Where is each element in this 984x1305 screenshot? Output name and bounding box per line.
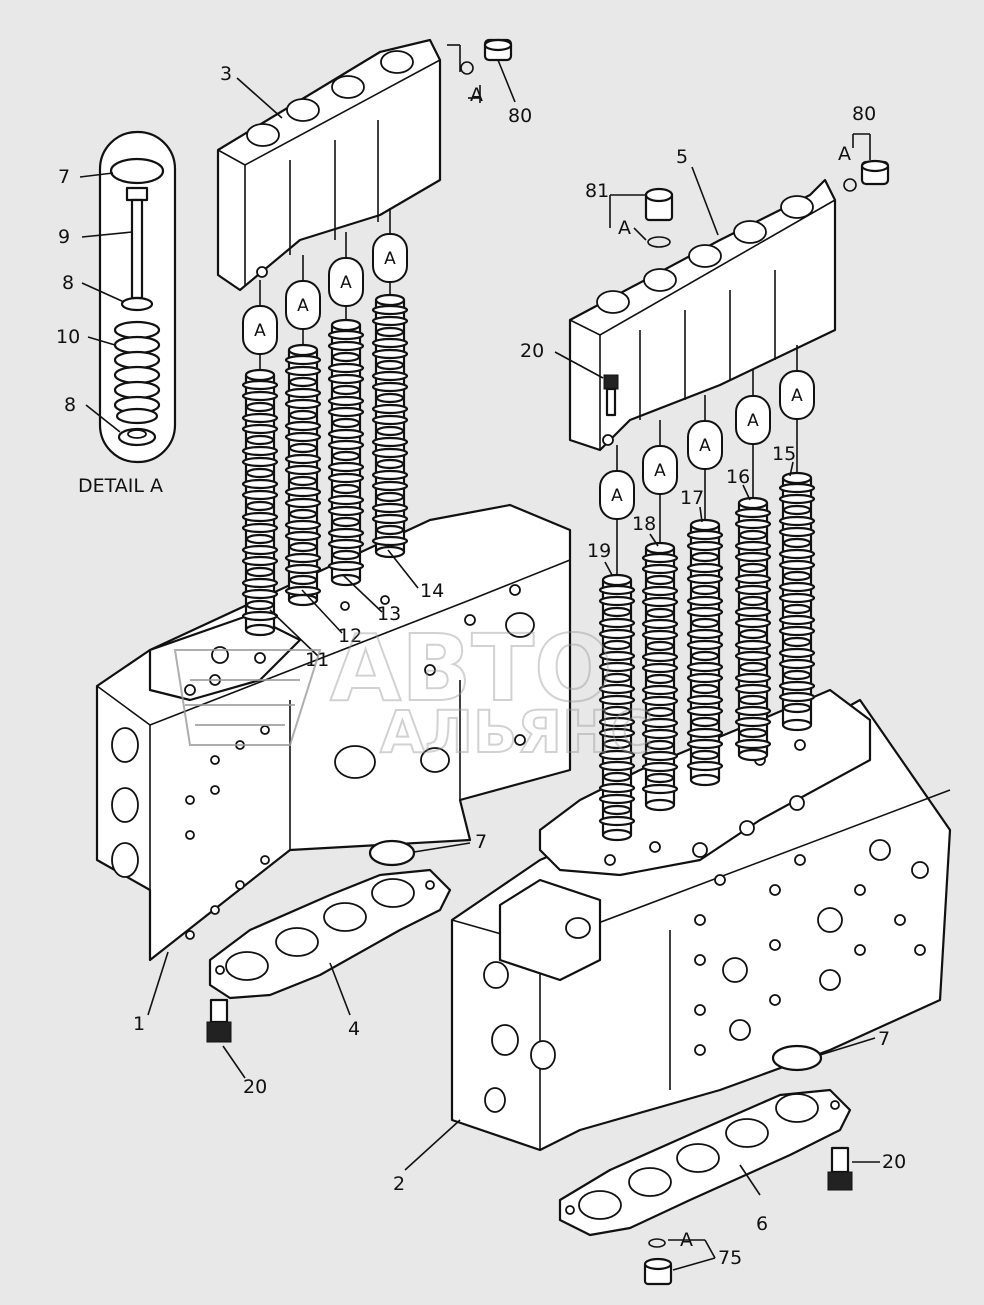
- cover-5: [568, 178, 837, 452]
- detail-label-10: 10: [56, 326, 80, 348]
- capsule-left-2: A: [285, 280, 321, 330]
- callout-leaders: [147, 77, 880, 1196]
- capsule-left-3-label: A: [340, 273, 352, 293]
- detail-washer-upper: [120, 296, 154, 312]
- o-ring-7-right: [771, 1044, 823, 1072]
- callout-12: 12: [338, 625, 362, 647]
- plug-75: A: [643, 1229, 716, 1286]
- capsule-right-1: A: [599, 470, 635, 520]
- plug-tag-80-right: A: [838, 143, 851, 165]
- capsule-right-1-label: A: [611, 486, 623, 506]
- cover-3: [216, 38, 442, 292]
- plug-tag-81: A: [618, 217, 631, 239]
- capsule-left-1-label: A: [254, 321, 266, 341]
- spool-group: [241, 293, 816, 842]
- capsule-right-5-label: A: [791, 386, 803, 406]
- spool-right-15: [778, 471, 816, 732]
- callout-18: 18: [632, 513, 656, 535]
- callout-3: 3: [220, 63, 232, 85]
- callout-20-right: 20: [882, 1151, 906, 1173]
- capsule-left-3: A: [328, 257, 364, 307]
- callout-4: 4: [348, 1018, 360, 1040]
- capsule-group: A A A A A A A A A: [242, 208, 815, 575]
- callout-labels: 3 80 80 81 5 20 11 12 13 14 15 16 17 18 …: [133, 63, 906, 1269]
- detail-spring: [113, 320, 161, 425]
- callout-20-cover: 20: [520, 340, 544, 362]
- spool-left-14: [371, 293, 409, 559]
- callout-81: 81: [585, 180, 609, 202]
- plug-81: A: [609, 187, 674, 248]
- spool-right-16: [734, 496, 772, 762]
- callout-14: 14: [420, 580, 444, 602]
- spool-left-12: [284, 343, 322, 607]
- end-plate-4: [208, 868, 452, 1000]
- watermark-line2: АЛЬЯНС: [380, 698, 653, 766]
- detail-label-9: 9: [58, 226, 70, 248]
- end-plate-6: [558, 1088, 852, 1237]
- capsule-right-4-label: A: [747, 411, 759, 431]
- bolt-20-left: [206, 998, 232, 1043]
- capsule-right-4: A: [735, 395, 771, 445]
- watermark-line1: АВТО: [330, 615, 612, 722]
- bolt-20-cover: [554, 351, 619, 417]
- callout-80-right: 80: [852, 103, 876, 125]
- capsule-right-5: A: [779, 370, 815, 420]
- spool-left-13: [327, 318, 365, 587]
- callout-20-left: 20: [243, 1076, 267, 1098]
- callout-7-right: 7: [878, 1028, 890, 1050]
- callout-80-top: 80: [508, 105, 532, 127]
- plug-80-top: A: [447, 38, 516, 106]
- o-ring-7-left: [368, 839, 416, 867]
- plug-tag-75: A: [680, 1229, 693, 1251]
- watermark-logo: АВТО АЛЬЯНС: [173, 614, 654, 767]
- valve-body-1: [95, 503, 572, 962]
- capsule-right-3-label: A: [699, 436, 711, 456]
- bolt-20-right: [827, 1146, 853, 1191]
- detail-pin: [130, 198, 144, 300]
- callout-6: 6: [756, 1213, 768, 1235]
- detail-a-panel: 7 9 8 10 8 DETAIL A: [56, 130, 177, 497]
- capsule-left-2-label: A: [297, 296, 309, 316]
- detail-a-title: DETAIL A: [78, 475, 163, 497]
- capsule-right-3: A: [687, 420, 723, 470]
- callout-16: 16: [726, 466, 750, 488]
- callout-19: 19: [587, 540, 611, 562]
- callout-5: 5: [676, 146, 688, 168]
- callout-1: 1: [133, 1013, 145, 1035]
- capsule-left-4: A: [372, 233, 408, 283]
- callout-17: 17: [680, 487, 704, 509]
- detail-label-8-lower: 8: [64, 394, 76, 416]
- detail-label-8-upper: 8: [62, 272, 74, 294]
- callout-7-left: 7: [475, 831, 487, 853]
- spool-right-17: [686, 518, 724, 787]
- callout-15: 15: [772, 443, 796, 465]
- spool-right-19: [598, 573, 636, 842]
- callout-13: 13: [377, 603, 401, 625]
- detail-label-7: 7: [58, 166, 70, 188]
- capsule-right-2-label: A: [654, 461, 666, 481]
- callout-2: 2: [393, 1173, 405, 1195]
- spool-left-11: [241, 368, 279, 637]
- capsule-right-2: A: [642, 445, 678, 495]
- capsule-left-1: A: [242, 305, 278, 355]
- plug-tag-top-left: A: [470, 84, 483, 106]
- spool-right-18: [641, 541, 679, 812]
- capsule-left-4-label: A: [384, 249, 396, 269]
- detail-o-ring: [109, 157, 165, 185]
- callout-75: 75: [718, 1247, 742, 1269]
- plug-80-right: A: [838, 133, 890, 192]
